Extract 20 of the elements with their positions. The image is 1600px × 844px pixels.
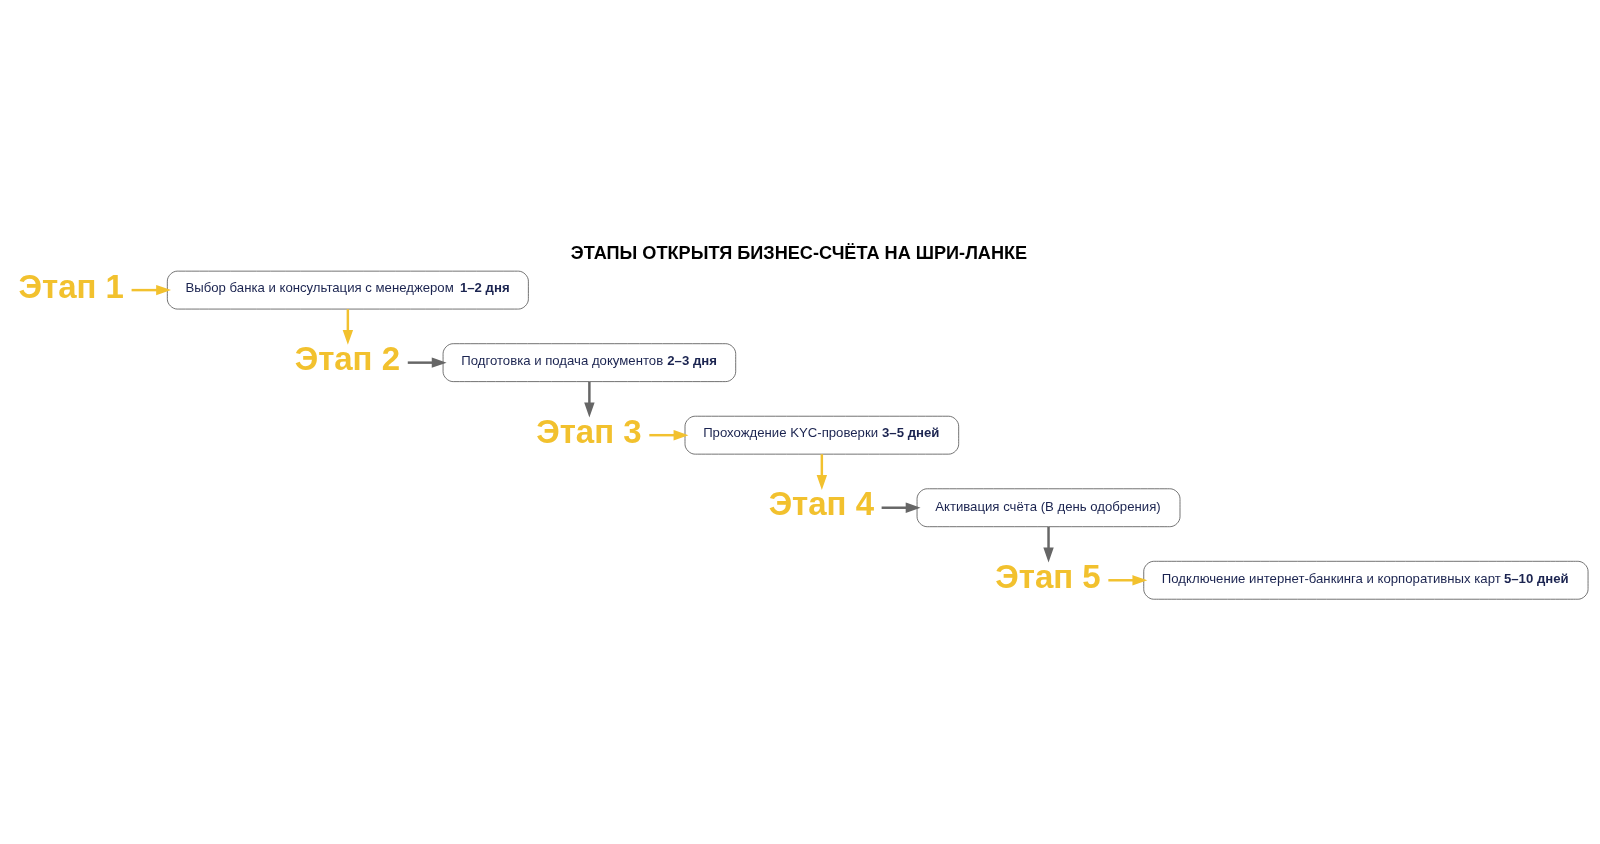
arrow bbox=[816, 454, 828, 490]
arrow bbox=[649, 430, 689, 441]
diagram-title: ЭТАПЫ ОТКРЫТЯ БИЗНЕС-СЧЁТА НА ШРИ-ЛАНКЕ bbox=[570, 243, 1028, 264]
node-text: Этап 5 bbox=[995, 557, 1101, 595]
arrow bbox=[1108, 575, 1148, 586]
node-text: Этап 1 bbox=[18, 267, 124, 305]
node-box: Активация счёта (В день одобрения) bbox=[916, 488, 1181, 528]
node-box: Подключение интернет-банкинга и корпоративных карт5–10 дней bbox=[1143, 560, 1589, 600]
node-box: Прохождение KYC-проверки 3–5 дней bbox=[684, 415, 960, 455]
node-text: Этап 3 bbox=[536, 412, 642, 450]
arrow bbox=[407, 357, 447, 368]
arrow bbox=[131, 284, 171, 296]
node-box: Выбор банка и консультация с менеджером 1–2 дня bbox=[166, 270, 529, 310]
node-text: Этап 2 bbox=[294, 340, 401, 378]
arrow bbox=[584, 381, 595, 418]
node-text: Этап 4 bbox=[768, 485, 875, 523]
arrow bbox=[1043, 526, 1054, 563]
node-box: Подготовка и подача документов 2–3 дня bbox=[442, 343, 737, 383]
arrow bbox=[881, 502, 921, 513]
arrow bbox=[342, 309, 354, 345]
